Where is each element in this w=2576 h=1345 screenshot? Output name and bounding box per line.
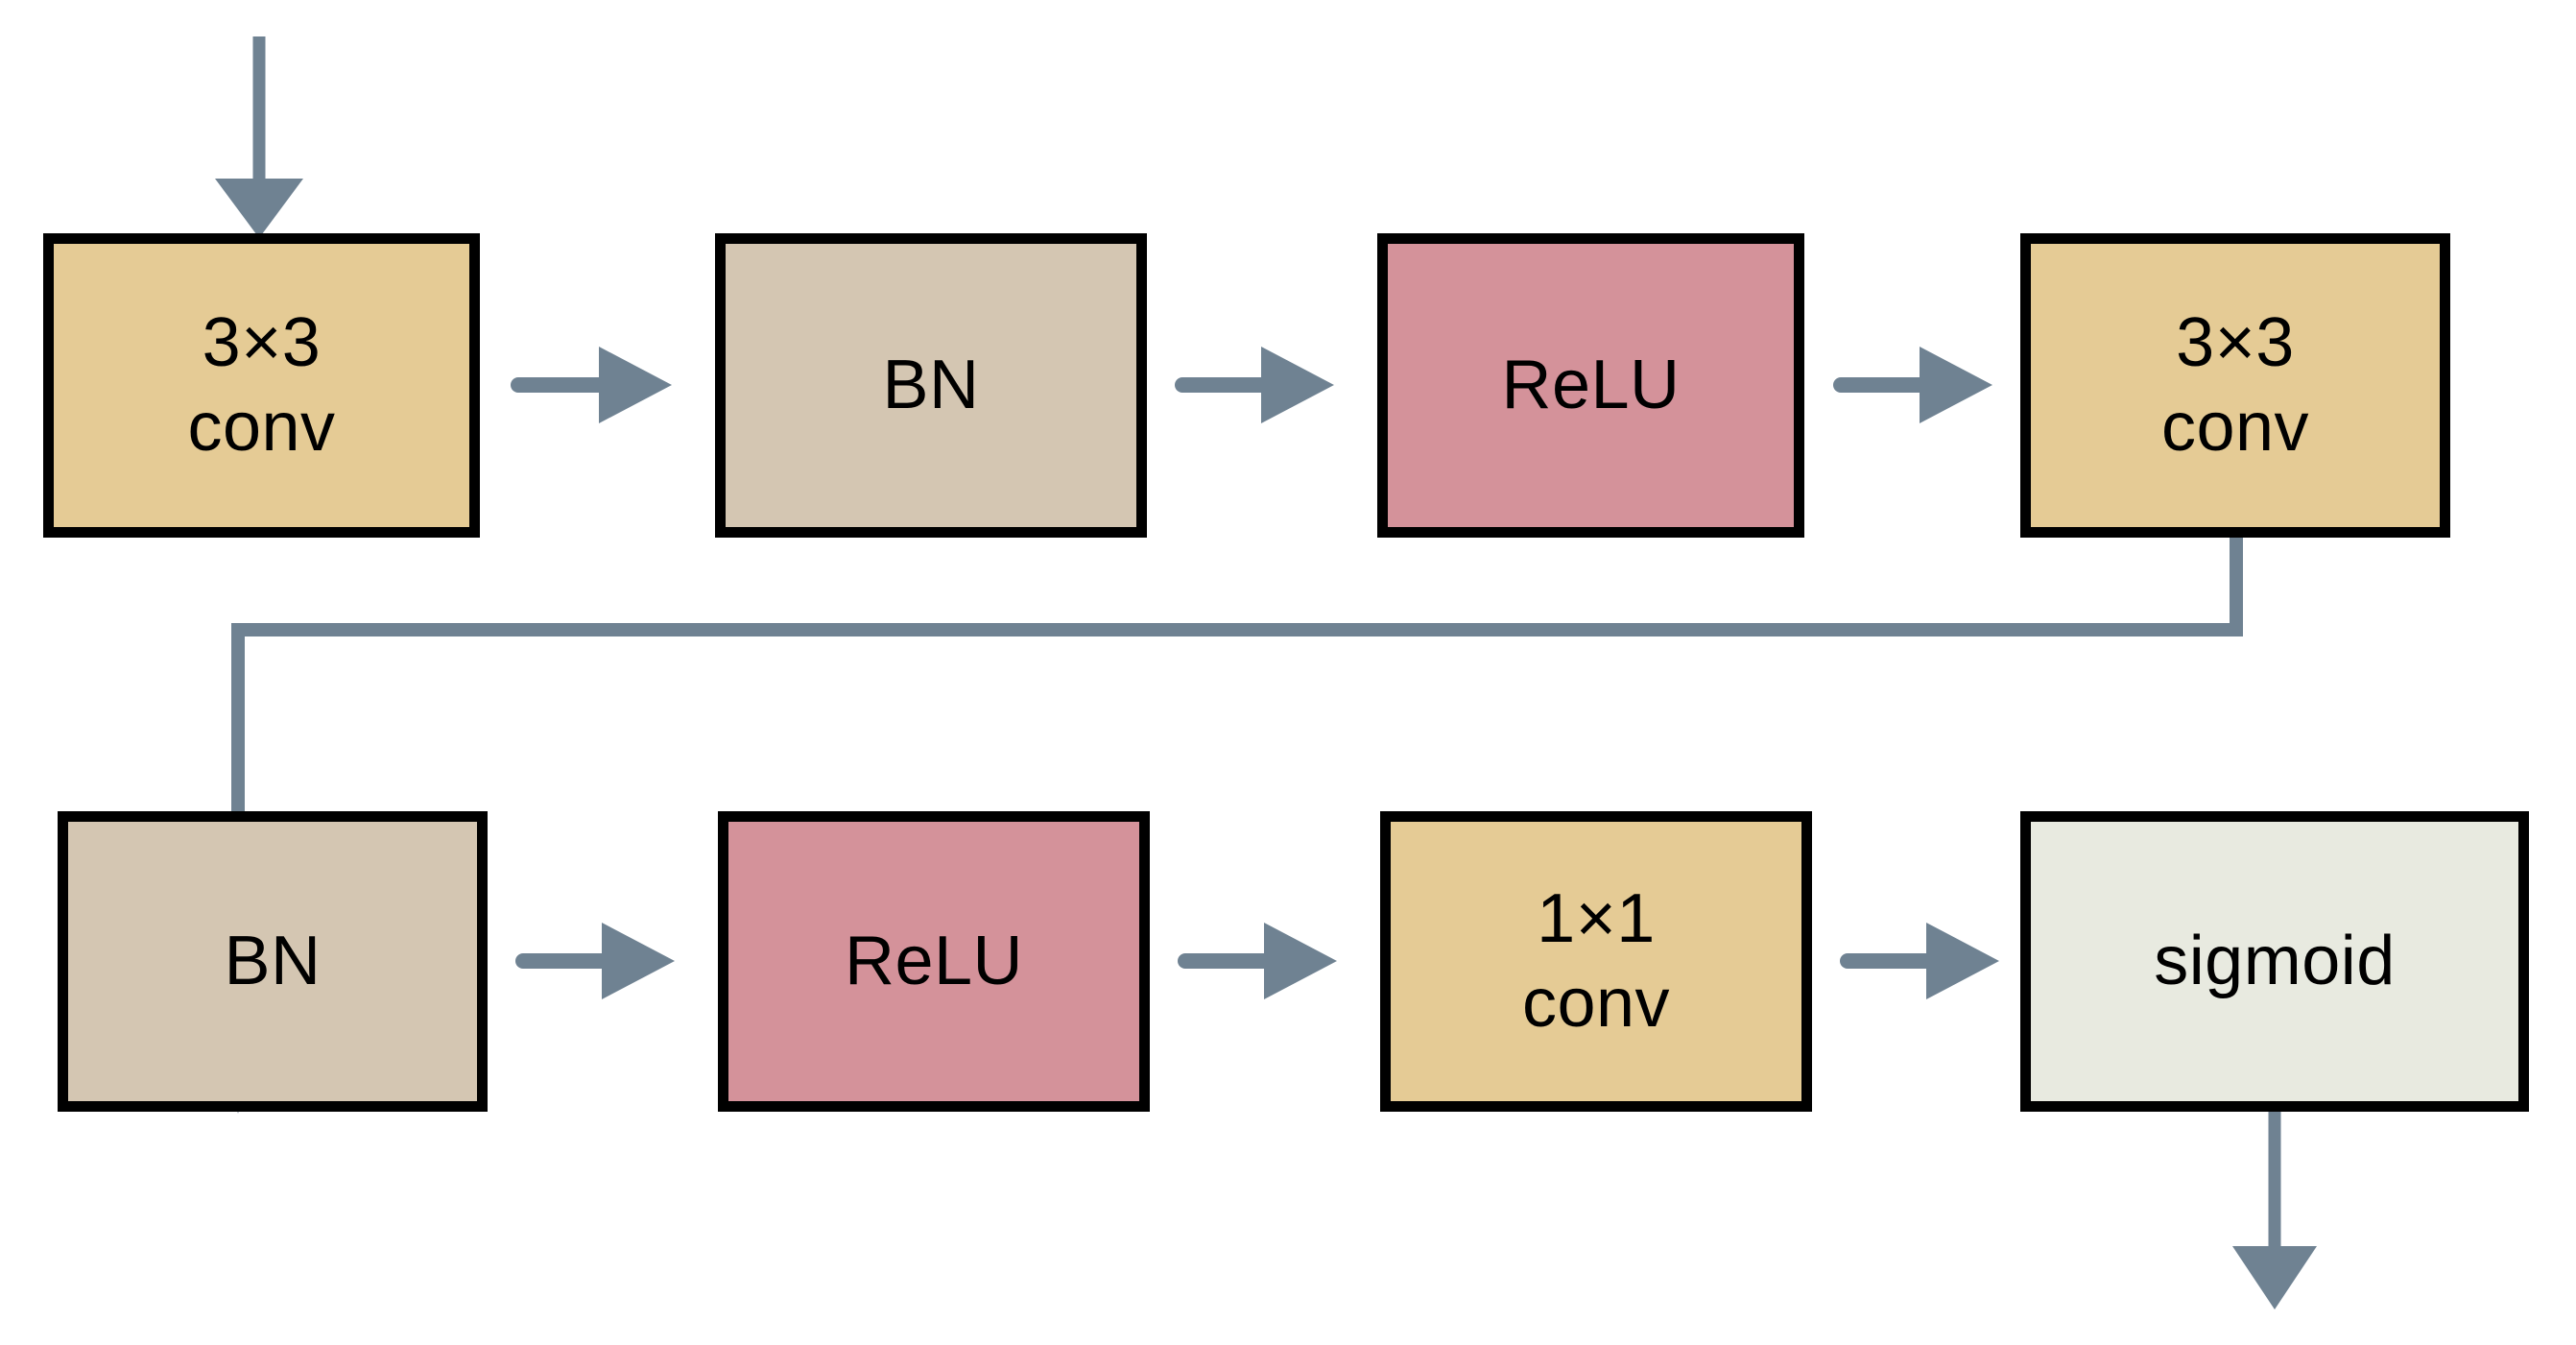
node-sigmoid[interactable]: sigmoid [2020,811,2529,1112]
node-relu-1[interactable]: ReLU [1377,233,1804,538]
arrow-relu2-to-conv1x1 [1178,923,1337,999]
node-relu-2[interactable]: ReLU [718,811,1150,1112]
node-label: 3×3 conv [2160,303,2310,466]
arrow-bn2-to-relu2 [515,923,675,999]
node-label: ReLU [844,922,1024,999]
arrow-bn1-to-relu1 [1175,347,1334,423]
arrow-conv2-to-bn2 [213,538,2243,1114]
input-arrow [215,36,303,238]
node-conv-3x3-1[interactable]: 3×3 conv [43,233,480,538]
arrow-conv1x1-to-sigmoid [1840,923,1999,999]
node-bn-1[interactable]: BN [715,233,1147,538]
node-label: sigmoid [2154,922,2396,999]
node-label: 1×1 conv [1521,879,1671,1042]
arrow-conv1-to-bn1 [511,347,672,423]
node-label: 3×3 conv [187,303,336,466]
node-conv-3x3-2[interactable]: 3×3 conv [2020,233,2450,538]
node-label: BN [882,346,980,423]
node-label: BN [224,922,322,999]
output-arrow [2232,1112,2317,1309]
node-bn-2[interactable]: BN [58,811,488,1112]
arrow-relu1-to-conv2 [1833,347,1992,423]
node-conv-1x1[interactable]: 1×1 conv [1380,811,1812,1112]
node-label: ReLU [1501,346,1681,423]
